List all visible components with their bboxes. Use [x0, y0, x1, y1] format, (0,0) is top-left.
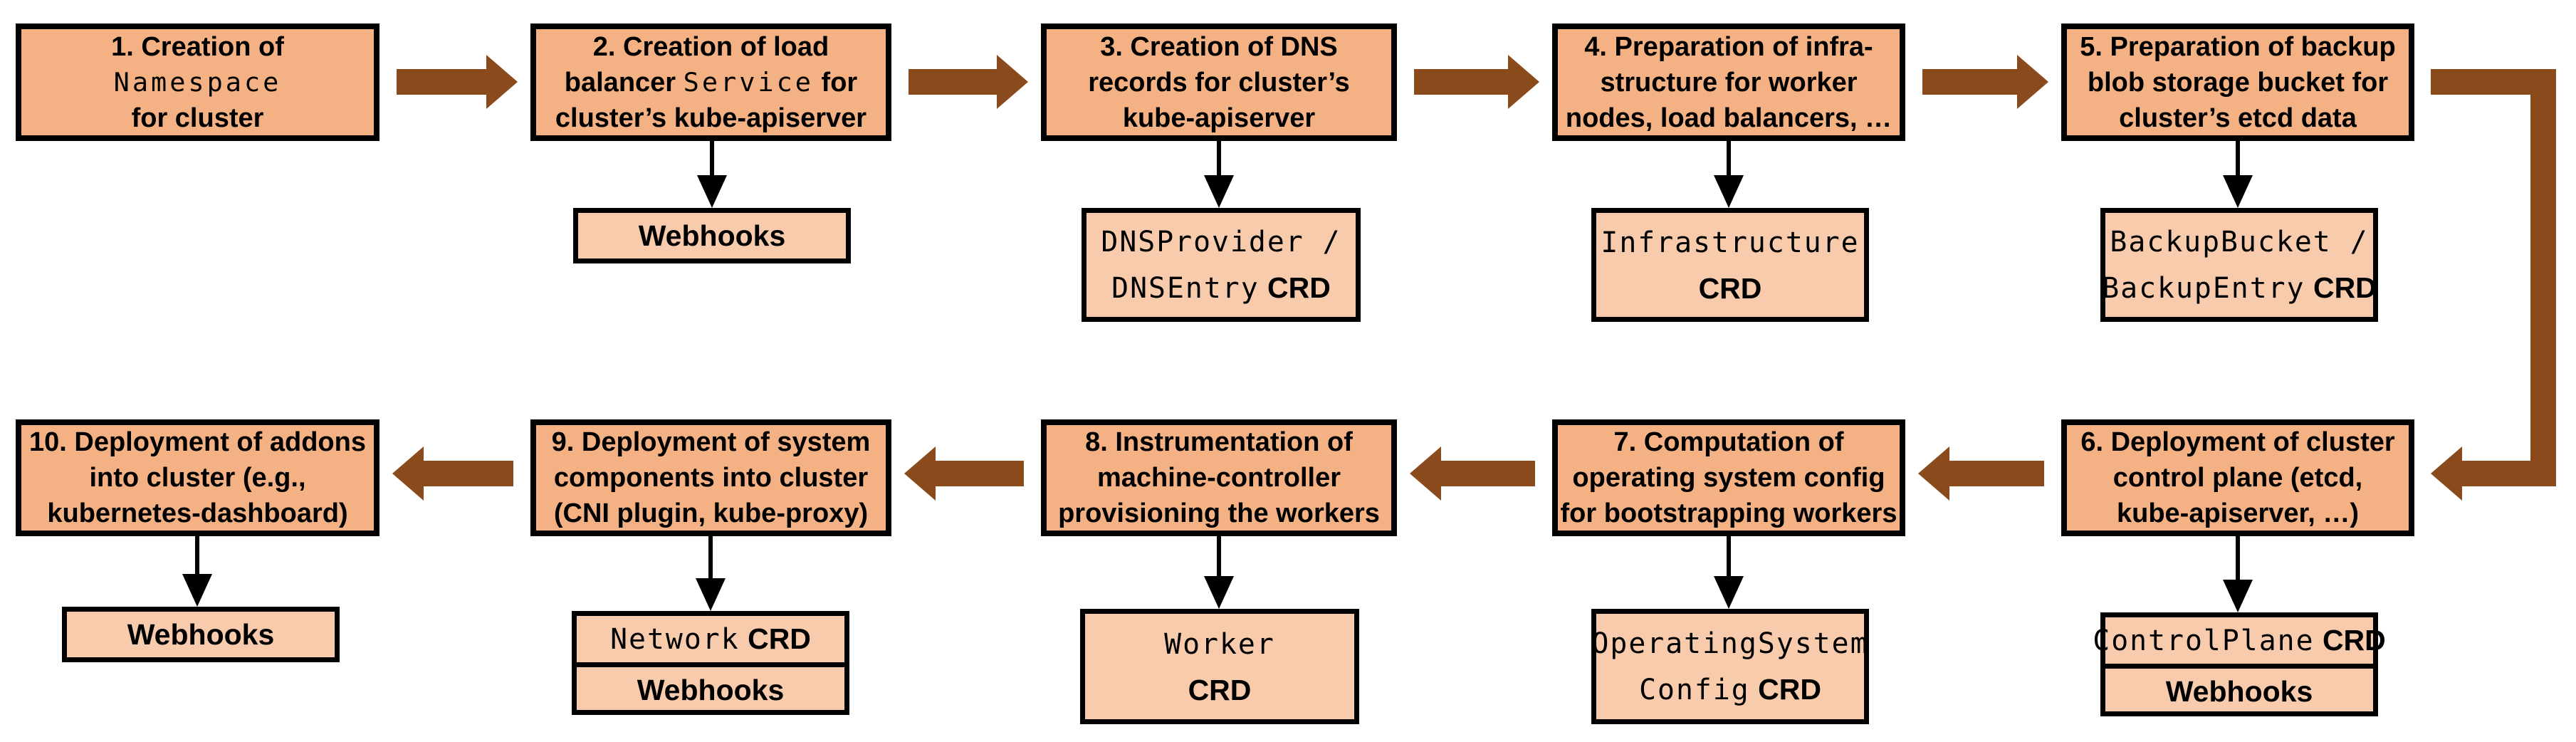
connector-line — [2236, 141, 2240, 177]
connector-arrowhead-icon — [1714, 175, 1744, 208]
connector-line — [708, 536, 713, 578]
arrow-head-right-icon — [997, 55, 1028, 109]
connector-arrowhead-icon — [2223, 175, 2253, 208]
connector-line — [710, 141, 714, 177]
arrow-tail — [397, 69, 486, 95]
controlplane-crd-label: ControlPlane CRD — [2093, 617, 2386, 669]
step-10-webhooks-box: Webhooks — [62, 607, 340, 662]
connector-line — [1217, 141, 1221, 177]
backup-crd-label: BackupBucket /BackupEntry CRD — [2102, 226, 2377, 305]
dns-crd-label: DNSProvider /DNSEntry CRD — [1101, 226, 1341, 305]
connector-arrowhead-icon — [2223, 580, 2253, 612]
arrow-tail — [1414, 69, 1508, 95]
webhooks-label: Webhooks — [638, 219, 786, 252]
arrow-head-left-icon — [904, 446, 936, 501]
network-crd-label: Network CRD — [577, 616, 844, 667]
step-5-backup-crd-box: BackupBucket /BackupEntry CRD — [2100, 208, 2378, 322]
arrow-head-right-icon — [486, 55, 518, 109]
arrow-tail — [1949, 461, 2044, 486]
arrow-tail — [1441, 461, 1535, 486]
step-4-box: 4. Preparation of infra-structure for wo… — [1552, 23, 1905, 141]
connector-arrowhead-icon — [1204, 576, 1234, 609]
arrow-head-left-icon — [1918, 446, 1949, 501]
arrow-head-right-icon — [2017, 55, 2048, 109]
arrow-head-right-icon — [1508, 55, 1539, 109]
connector-arrowhead-icon — [696, 578, 726, 611]
connector-line — [2236, 536, 2240, 580]
wrap-arrow-vertical-bar — [2530, 69, 2556, 486]
arrow-tail — [1922, 69, 2017, 95]
connector-arrowhead-icon — [1714, 576, 1744, 609]
arrow-tail — [424, 461, 513, 486]
connector-line — [1727, 141, 1731, 177]
connector-line — [1217, 536, 1221, 576]
step-9-network-crd-webhooks-box: Network CRD Webhooks — [572, 611, 849, 715]
arrow-tail — [936, 461, 1024, 486]
arrow-head-left-icon — [2431, 446, 2462, 501]
connector-arrowhead-icon — [182, 574, 212, 607]
connector-arrowhead-icon — [1204, 175, 1234, 208]
arrow-tail — [909, 69, 997, 95]
webhooks-label: Webhooks — [637, 674, 785, 706]
connector-line — [195, 536, 199, 574]
webhooks-label: Webhooks — [2165, 675, 2313, 708]
arrow-head-left-icon — [1410, 446, 1441, 501]
step-2-webhooks-box: Webhooks — [573, 208, 851, 263]
step-3-dns-crd-box: DNSProvider /DNSEntry CRD — [1082, 208, 1361, 322]
connector-arrowhead-icon — [697, 175, 727, 208]
webhooks-label: Webhooks — [127, 618, 275, 651]
arrow-head-left-icon — [392, 446, 424, 501]
wrap-arrow-bottom-bar — [2462, 461, 2556, 486]
connector-line — [1727, 536, 1731, 576]
step-6-controlplane-crd-webhooks-box: ControlPlane CRD Webhooks — [2093, 612, 2386, 716]
